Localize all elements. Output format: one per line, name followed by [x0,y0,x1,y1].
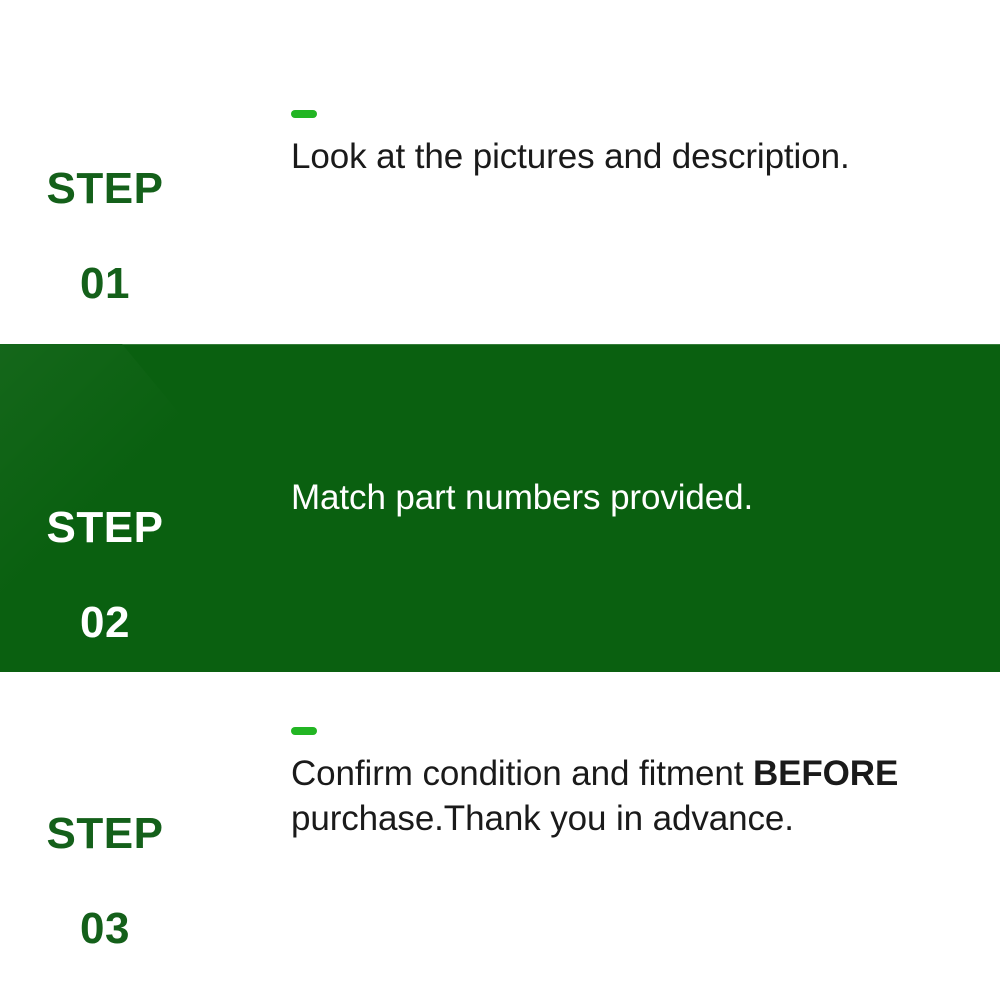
step-description-03: Confirm condition and fitment BEFORE pur… [291,754,899,838]
step-number-01: 01 [80,258,130,308]
step-description-block-01: Look at the pictures and description. [291,110,971,180]
step-description-block-03: Confirm condition and fitment BEFORE pur… [291,727,971,842]
step-word-02: STEP [46,502,164,552]
step-number-03: 03 [80,903,130,953]
step-row-02: STEP 02 Match part numbers provided. [0,344,1000,672]
accent-dash-icon [291,727,317,735]
step-number-02: 02 [80,597,130,647]
step-row-01: STEP 01 Look at the pictures and descrip… [0,0,1000,344]
step-label-01: STEP 01 [0,117,210,344]
step-description-01: Look at the pictures and description. [291,137,850,176]
step-word-03: STEP [46,808,164,858]
band-seam-top [0,344,1000,345]
step-label-03: STEP 03 [0,762,210,1000]
accent-dash-icon [291,110,317,118]
step-description-02: Match part numbers provided. [291,478,754,517]
step-row-03: STEP 03 Confirm condition and fitment BE… [0,672,1000,1000]
step-label-02: STEP 02 [0,456,210,672]
step-word-01: STEP [46,163,164,213]
step-description-block-02: Match part numbers provided. [291,476,971,521]
